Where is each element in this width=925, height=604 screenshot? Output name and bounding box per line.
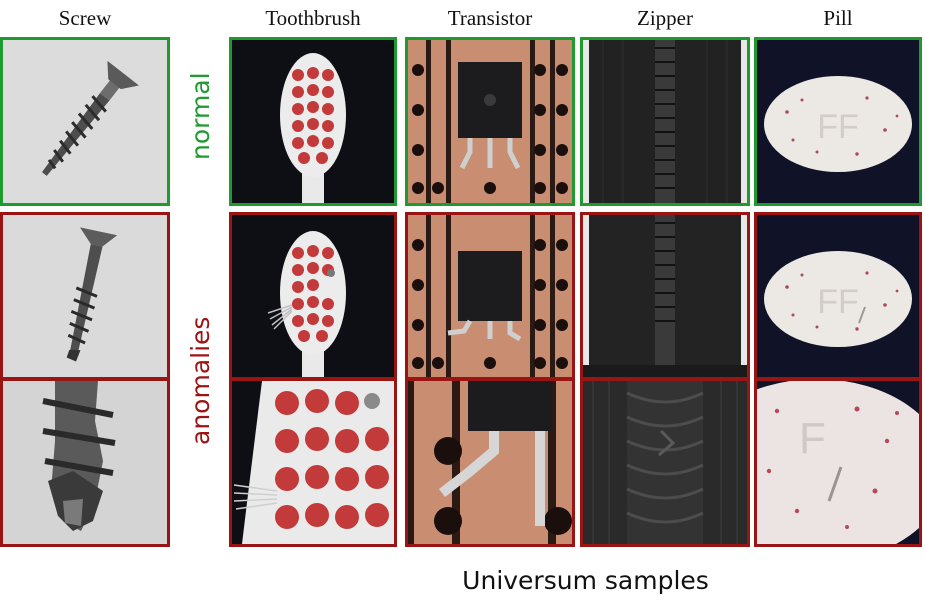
zipper-anomaly-image-2: [580, 378, 750, 547]
column-title-pill: Pill: [823, 6, 853, 30]
zipper-normal-image: [580, 37, 750, 206]
zipper-anomaly-image-1: [580, 212, 750, 380]
row-label-anomalies: anomalies: [186, 316, 215, 445]
figure-caption: Universum samples: [0, 566, 925, 595]
transistor-anomaly-image-1: [405, 212, 575, 380]
transistor-anomaly-image-2: [405, 378, 575, 547]
column-title-transistor: Transistor: [447, 6, 533, 30]
column-title-toothbrush: Toothbrush: [265, 6, 361, 30]
screw-normal-image: [0, 37, 170, 206]
toothbrush-anomaly-image-2: [229, 378, 397, 547]
toothbrush-anomaly-image-1: [229, 212, 397, 380]
transistor-normal-image: [405, 37, 575, 206]
pill-anomaly-image-1: FF: [754, 212, 922, 380]
row-label-normal: normal: [186, 72, 215, 160]
pill-imprint-normal: FF: [817, 108, 859, 146]
column-title-zipper: Zipper: [637, 6, 693, 30]
column-title-screw: Screw: [58, 6, 112, 30]
toothbrush-normal-image: [229, 37, 397, 206]
pill-anomaly-image-2: F: [754, 378, 922, 547]
universum-samples-label: Universum samples: [462, 566, 709, 595]
pill-normal-image: FF: [754, 37, 922, 206]
pill-imprint-anomaly-2: F: [799, 414, 826, 463]
screw-anomaly-image-1: [0, 212, 170, 380]
pill-imprint-anomaly-1: FF: [817, 283, 859, 321]
screw-anomaly-image-2: [0, 378, 170, 547]
